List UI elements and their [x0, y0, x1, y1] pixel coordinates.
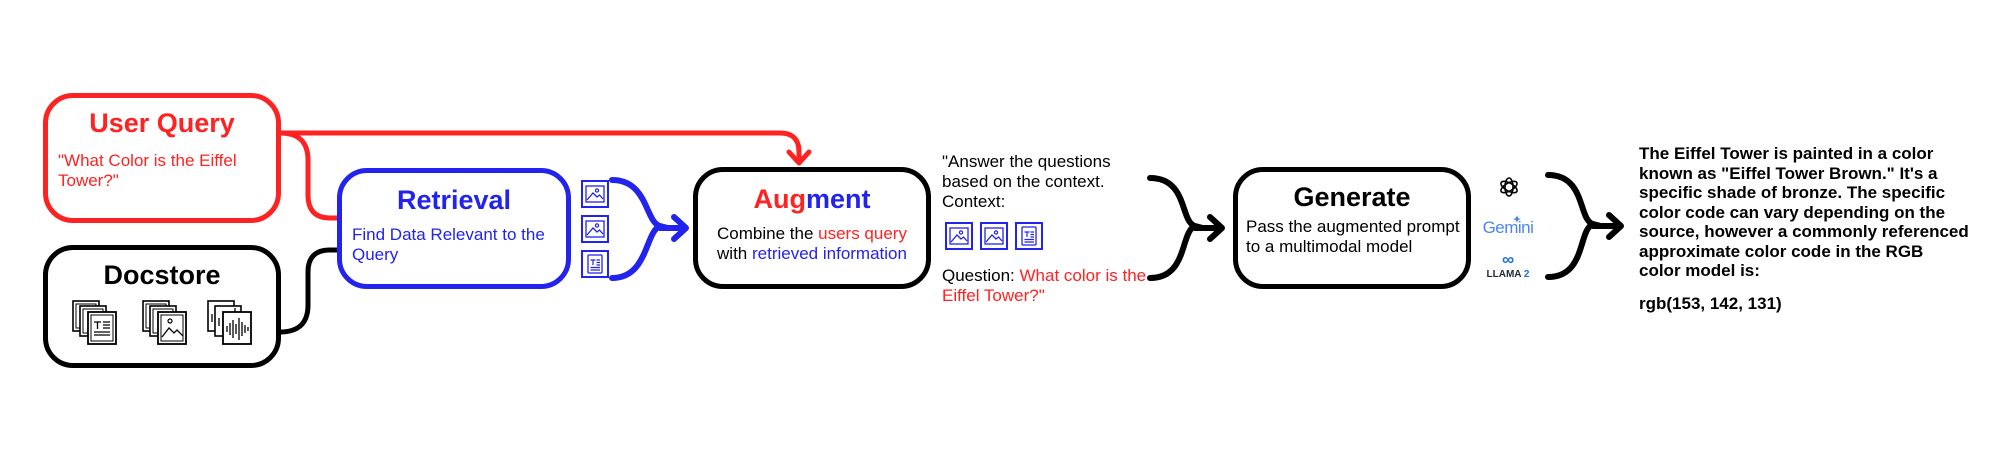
docstore-to-retrieval-line [279, 247, 339, 335]
openai-logo-icon [1500, 177, 1518, 197]
llama-logo: LLAMA 2 [1480, 269, 1536, 280]
docstore-title: Docstore [103, 260, 221, 290]
text-document-icon [1015, 222, 1043, 250]
answer-rgb-value: rgb(153, 142, 131) [1639, 293, 1782, 313]
retrieval-brace-arrowhead [671, 214, 689, 242]
retrieval-text: Find Data Relevant to the Query [352, 225, 545, 264]
query-to-augment-arrow [280, 130, 802, 160]
generate-node: Generate Pass the augmented prompt to a … [1233, 167, 1471, 289]
user-query-text: "What Color is the Eiffel Tower?" [58, 151, 237, 190]
augment-text-prefix: Combine the [717, 224, 819, 243]
augment-title-red-part: Aug [753, 184, 806, 214]
augment-text: Combine the users query with retrieved i… [698, 224, 926, 264]
retrieval-to-augment-brace [609, 177, 670, 281]
retrieval-node: Retrieval Find Data Relevant to the Quer… [337, 168, 571, 289]
prompt-question: Question: What color is the Eiffel Tower… [942, 266, 1152, 306]
augment-title: Augment [698, 184, 926, 214]
prompt-question-label: Question: [942, 266, 1020, 285]
augmented-prompt: "Answer the questions based on the conte… [942, 152, 1152, 305]
image-icon [945, 222, 973, 250]
prompt-question-text: What color is the Eiffel Tower?" [942, 266, 1147, 305]
answer-text: The Eiffel Tower is painted in a color k… [1639, 144, 1969, 280]
meta-logo-icon: ∞ [1501, 250, 1515, 269]
augment-text-users-query: users query [818, 224, 907, 243]
augment-text-retrieved-info: retrieved information [752, 244, 907, 263]
generate-text: Pass the augmented prompt to a multimoda… [1246, 217, 1460, 256]
generate-to-answer-brace [1545, 172, 1603, 280]
llama-label: LLAMA [1486, 269, 1522, 280]
prompt-brace-arrowhead [1207, 214, 1225, 242]
user-query-node: User Query "What Color is the Eiffel Tow… [43, 93, 281, 223]
retrieval-title: Retrieval [396, 185, 512, 215]
augment-text-with: with [717, 244, 752, 263]
user-query-title: User Query [89, 108, 235, 138]
image-icon [980, 222, 1008, 250]
query-to-retrieval-line [279, 130, 339, 221]
text-document-icon [581, 250, 609, 278]
image-icon [581, 180, 609, 208]
image-document-stack-icon [142, 300, 187, 345]
prompt-to-generate-brace [1147, 175, 1205, 281]
text-document-stack-icon [72, 300, 117, 345]
augment-title-blue-part: ment [805, 184, 871, 214]
prompt-context-label: Context: [942, 192, 1006, 211]
generate-title: Generate [1293, 182, 1411, 212]
image-icon [581, 215, 609, 243]
generated-answer: The Eiffel Tower is painted in a color k… [1639, 144, 1969, 313]
audio-document-stack-icon [207, 300, 252, 345]
prompt-intro: "Answer the questions based on the conte… [942, 152, 1111, 191]
answer-brace-arrowhead [1606, 212, 1624, 240]
query-to-augment-arrowhead [786, 149, 812, 166]
augment-node: Augment Combine the users query with ret… [693, 167, 931, 289]
gemini-sparkle-icon [1513, 215, 1521, 223]
gemini-logo: Gemini [1482, 218, 1534, 237]
llama-version: 2 [1521, 269, 1530, 280]
